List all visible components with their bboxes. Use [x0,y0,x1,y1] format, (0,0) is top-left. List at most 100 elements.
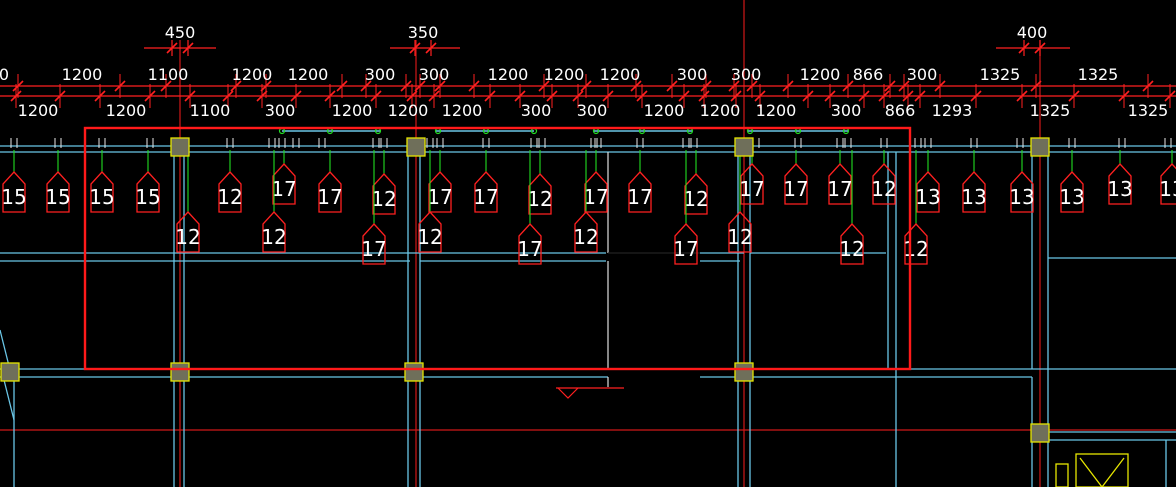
callout-tag[interactable]: 17 [627,150,653,213]
hanger-mark [682,138,690,148]
callout-tag-text: 17 [473,185,498,209]
top-dimension-text: 400 [1017,23,1048,42]
callout-tag[interactable]: 13 [1107,150,1133,205]
elevator-symbol [1055,453,1129,487]
callout-tag-text: 17 [739,177,764,201]
callout-tag-text: 13 [1009,185,1034,209]
hanger-mark [318,138,326,148]
dimension-text: 300 [365,65,396,84]
dimension-text: 300 [731,65,762,84]
callout-tag[interactable]: 13 [1059,150,1085,213]
level-marker [556,387,624,399]
callout-tag[interactable]: 13 [961,150,987,213]
selection-rectangle[interactable] [83,126,912,371]
column [0,362,20,382]
dimension-text: 1200 [232,65,273,84]
callout-tag[interactable]: 12 [527,150,553,215]
callout-tag[interactable]: 17 [517,150,543,265]
hanger-mark [372,138,380,148]
callout-tag[interactable]: 12 [727,150,753,253]
hanger-mark [530,138,538,148]
callout-tag-text: 13 [961,185,986,209]
callout-tag-text: 13 [1107,177,1132,201]
callout-tag-text: 13 [915,185,940,209]
callout-tag[interactable]: 12 [903,150,929,265]
callout-tag-text: 17 [517,237,542,261]
callout-tag[interactable]: 17 [473,150,499,213]
callout-tag[interactable]: 15 [89,150,115,213]
hanger-mark [278,138,286,148]
dimension-text: 1200 [18,101,59,120]
dimension-text: 1200 [700,101,741,120]
callout-tag[interactable]: 12 [871,150,897,205]
callout-tag[interactable]: 12 [217,150,243,213]
dimension-text: 866 [885,101,916,120]
callout-tag-text: 12 [175,225,200,249]
callout-tag[interactable]: 12 [839,150,865,265]
dimension-text: 1200 [600,65,641,84]
callout-tag[interactable]: 12 [573,150,599,253]
hanger-mark [268,138,276,148]
column [406,137,426,157]
hanger-mark [690,138,698,148]
callout-tag-text: 15 [89,185,114,209]
callout-tag-text: 12 [527,187,552,211]
hanger-mark [880,138,888,148]
callout-tag[interactable]: 17 [583,150,609,213]
callout-tag[interactable]: 17 [361,150,387,265]
callout-tag-text: 17 [427,185,452,209]
column [734,137,754,157]
dimension-text: 1293 [932,101,973,120]
callout-tag-text: 15 [1,185,26,209]
column [1030,423,1050,443]
hanger-mark [924,138,932,148]
callout-tag-text: 17 [361,237,386,261]
callout-tag[interactable]: 12 [417,150,443,253]
callout-tag[interactable]: 12 [261,150,287,253]
hanger-mark [482,138,490,148]
dimension-text: 1325 [1078,65,1119,84]
dimension-text: 300 [831,101,862,120]
callout-tag[interactable]: 15 [135,150,161,213]
callout-tag[interactable]: 13 [1009,150,1035,213]
hanger-mark [590,138,598,148]
hanger-mark [970,138,978,148]
callout-tag[interactable]: 17 [783,150,809,205]
callout-tag-text: 13 [1159,177,1176,201]
callout-tag[interactable]: 12 [683,150,709,215]
top-dimension: 350 [390,23,460,56]
column [734,362,754,382]
callout-tag[interactable]: 12 [175,150,201,253]
hanger-mark [1164,138,1172,148]
dimension-text: 300 [677,65,708,84]
callout-tag[interactable]: 17 [317,150,343,213]
callout-tag-text: 17 [317,185,342,209]
dimension-text: 300 [265,101,296,120]
callout-tag-text: 15 [135,185,160,209]
dimension-text: 1100 [148,65,189,84]
callout-tag[interactable]: 17 [427,150,453,213]
dimension-text: 300 [419,65,450,84]
callout-tag[interactable]: 13 [1159,150,1176,205]
dimension-text: 1200 [800,65,841,84]
dimension-text: 1200 [62,65,103,84]
callout-tag-text: 12 [871,177,896,201]
hanger-mark [146,138,154,148]
callout-tag[interactable]: 15 [45,150,71,213]
dimension-text: 1325 [1030,101,1071,120]
callout-tag[interactable]: 17 [739,150,765,205]
top-dimension: 400 [996,23,1070,56]
hanger-mark [10,138,18,148]
callout-tag[interactable]: 17 [673,150,699,265]
callout-tag[interactable]: 17 [271,150,297,205]
callout-tag[interactable]: 13 [915,150,941,213]
hanger-mark [914,138,922,148]
callout-tag-text: 17 [783,177,808,201]
callout-tag[interactable]: 12 [371,150,397,215]
callout-tag-text: 12 [261,225,286,249]
dimension-text: 1200 [288,65,329,84]
callout-tag[interactable]: 17 [827,150,853,205]
callout-tag[interactable]: 15 [1,150,27,213]
